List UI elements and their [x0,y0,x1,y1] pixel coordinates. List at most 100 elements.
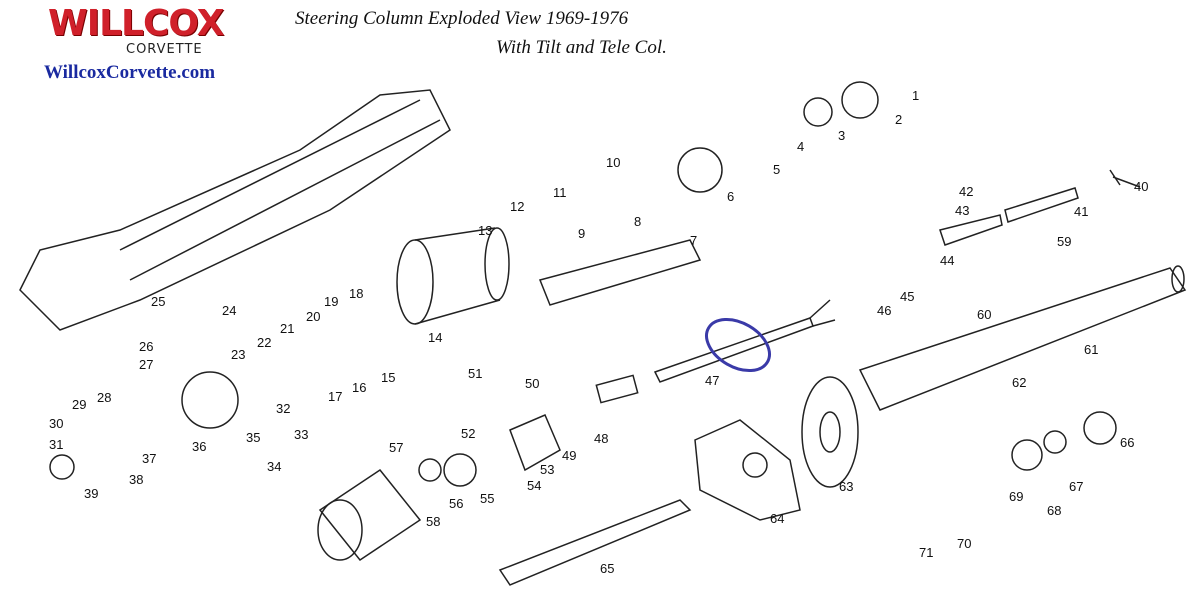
cover-7 [538,239,702,306]
part-number-label: 14 [428,330,442,345]
part-number-label: 58 [426,514,440,529]
part-number-label: 64 [770,511,784,526]
part-number-label: 38 [129,472,143,487]
part-number-label: 6 [727,189,734,204]
part-number-label: 9 [578,226,585,241]
part-number-label: 42 [959,184,973,199]
lower-shaft-65 [498,499,692,586]
part-number-label: 22 [257,335,271,350]
part-number-label: 2 [895,112,902,127]
part-number-label: 46 [877,303,891,318]
part-number-label: 11 [553,185,567,200]
switch-6 [677,147,723,193]
part-number-label: 30 [49,416,63,431]
logo-brand: WILLCOX [48,3,224,44]
part-number-label: 49 [562,448,576,463]
part-number-label: 7 [690,233,697,248]
plate-63 [801,376,859,488]
housing-23 [181,371,239,429]
part-number-label: 59 [1057,234,1071,249]
gasket-64 [694,419,801,521]
willcox-corvette-logo: WILLCOX CORVETTE [48,3,270,58]
part-number-label: 4 [797,139,804,154]
part-number-label: 52 [461,426,475,441]
part-number-label: 63 [839,479,853,494]
part-number-label: 69 [1009,489,1023,504]
part-number-label: 31 [49,437,63,452]
key-40 [1109,169,1141,188]
part-number-label: 8 [634,214,641,229]
part-49 [509,414,561,472]
part-number-label: 15 [381,370,395,385]
part-number-label: 33 [294,427,308,442]
diagram-title: Steering Column Exploded View 1969-1976 [295,8,629,29]
part-number-label: 53 [540,462,554,477]
part-number-label: 27 [139,357,153,372]
housing-58 [318,468,422,562]
housing-14 [396,239,434,325]
part-number-label: 3 [838,128,845,143]
part-number-label: 20 [306,309,320,324]
part-number-label: 56 [449,496,463,511]
gasket-56 [418,458,442,482]
logo-sub: CORVETTE [126,42,203,57]
part-number-label: 43 [955,203,969,218]
part-number-label: 25 [151,294,165,309]
part-number-label: 1 [912,88,919,103]
part-number-label: 65 [600,561,614,576]
part-number-label: 67 [1069,479,1083,494]
part-number-label: 71 [919,545,933,560]
part-number-label: 29 [72,397,86,412]
shaft-41 [1004,187,1079,223]
part-44 [939,214,1003,246]
part-number-label: 21 [280,321,294,336]
part-number-label: 40 [1134,179,1148,194]
part-number-label: 28 [97,390,111,405]
part-number-label: 16 [352,380,366,395]
part-number-label: 32 [276,401,290,416]
part-number-label: 62 [1012,375,1026,390]
part-number-label: 19 [324,294,338,309]
part-number-label: 47 [705,373,719,388]
highlight-circle [705,317,771,373]
part-number-label: 70 [957,536,971,551]
shaft-47 [653,317,814,383]
part-number-label: 50 [525,376,539,391]
part-number-label: 51 [468,366,482,381]
ring-67 [1043,430,1067,454]
part-number-label: 39 [84,486,98,501]
part-number-label: 26 [139,339,153,354]
diagram-subtitle: With Tilt and Tele Col. [496,37,667,58]
part-number-label: 41 [1074,204,1088,219]
part-number-label: 23 [231,347,245,362]
part-number-label: 10 [606,155,620,170]
part-number-label: 18 [349,286,363,301]
part-number-label: 34 [267,459,281,474]
plate-2 [841,81,879,119]
website-link[interactable]: WillcoxCorvette.com [44,62,216,83]
part-number-label: 45 [900,289,914,304]
part-number-label: 54 [527,478,541,493]
part-number-label: 60 [977,307,991,322]
part-number-label: 66 [1120,435,1134,450]
part-number-label: 61 [1084,342,1098,357]
assembled-column [19,89,451,331]
part-number-label: 57 [389,440,403,455]
plate-55 [443,453,477,487]
part-number-label: 68 [1047,503,1061,518]
ring-66 [1083,411,1117,445]
part-number-label: 24 [222,303,236,318]
part-number-label: 13 [478,223,492,238]
part-number-label: 17 [328,389,342,404]
part-number-label: 36 [192,439,206,454]
part-number-label: 35 [246,430,260,445]
part-number-label: 12 [510,199,524,214]
ring-39 [49,454,75,480]
spring-47 [595,374,639,404]
jacket-61 [858,267,1187,411]
part-number-label: 37 [142,451,156,466]
ring-68 [1011,439,1043,471]
part-number-label: 5 [773,162,780,177]
part-number-label: 44 [940,253,954,268]
